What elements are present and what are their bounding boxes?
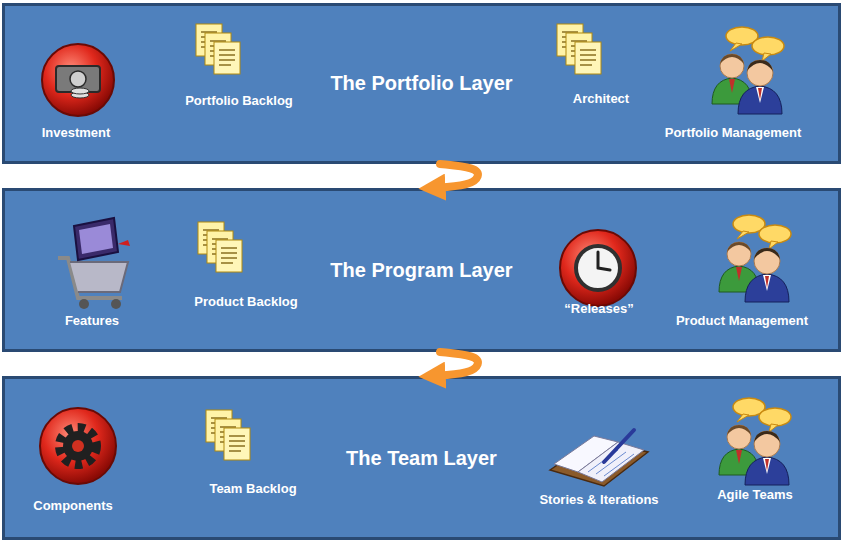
clock-icon <box>560 230 636 306</box>
flow-arrow <box>432 352 478 376</box>
icon-caption: Portfolio Management <box>665 125 802 140</box>
icon-caption: Agile Teams <box>717 487 793 502</box>
layer-band: The Team Layer <box>2 376 841 540</box>
layer-title: The Team Layer <box>346 447 497 470</box>
flow-arrow <box>432 164 478 188</box>
icon-caption: Portfolio Backlog <box>185 93 293 108</box>
icon-caption: Stories & Iterations <box>539 492 658 507</box>
icon-caption: Investment <box>42 125 111 140</box>
backlog-icon <box>206 410 250 460</box>
icon-caption: Product Management <box>676 313 808 328</box>
component-icon <box>40 408 116 484</box>
icon-caption: Components <box>33 498 112 513</box>
icon-caption: Architect <box>573 91 629 106</box>
cart-icon <box>58 218 130 309</box>
people-icon <box>719 215 791 302</box>
people-icon <box>712 27 784 114</box>
icon-caption: Features <box>65 313 119 328</box>
icon-caption: Team Backlog <box>209 481 296 496</box>
icon-caption: “Releases” <box>564 301 633 316</box>
icon-caption: Product Backlog <box>194 294 297 309</box>
layer-title: The Portfolio Layer <box>330 72 512 95</box>
backlog-icon <box>198 222 242 272</box>
layer-title: The Program Layer <box>330 259 512 282</box>
book-icon <box>550 430 648 486</box>
architect-icon <box>557 24 601 74</box>
investment-icon <box>42 44 114 116</box>
people-icon <box>719 398 791 485</box>
backlog-icon <box>196 24 240 74</box>
